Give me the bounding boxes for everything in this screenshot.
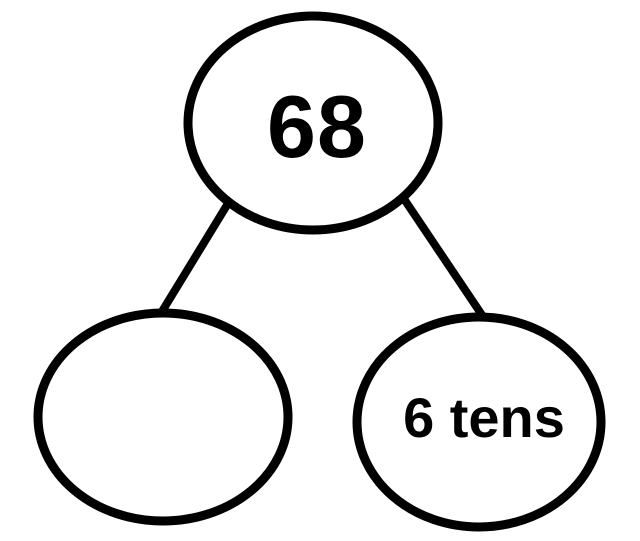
connector-line-right bbox=[394, 187, 488, 321]
whole-circle bbox=[183, 11, 443, 235]
part-right-circle bbox=[352, 312, 606, 532]
part-left-circle[interactable] bbox=[33, 308, 293, 526]
whole-label: 68 bbox=[267, 77, 367, 176]
part-right-label: 6 tens bbox=[403, 386, 565, 449]
connector-line-left bbox=[154, 189, 239, 321]
